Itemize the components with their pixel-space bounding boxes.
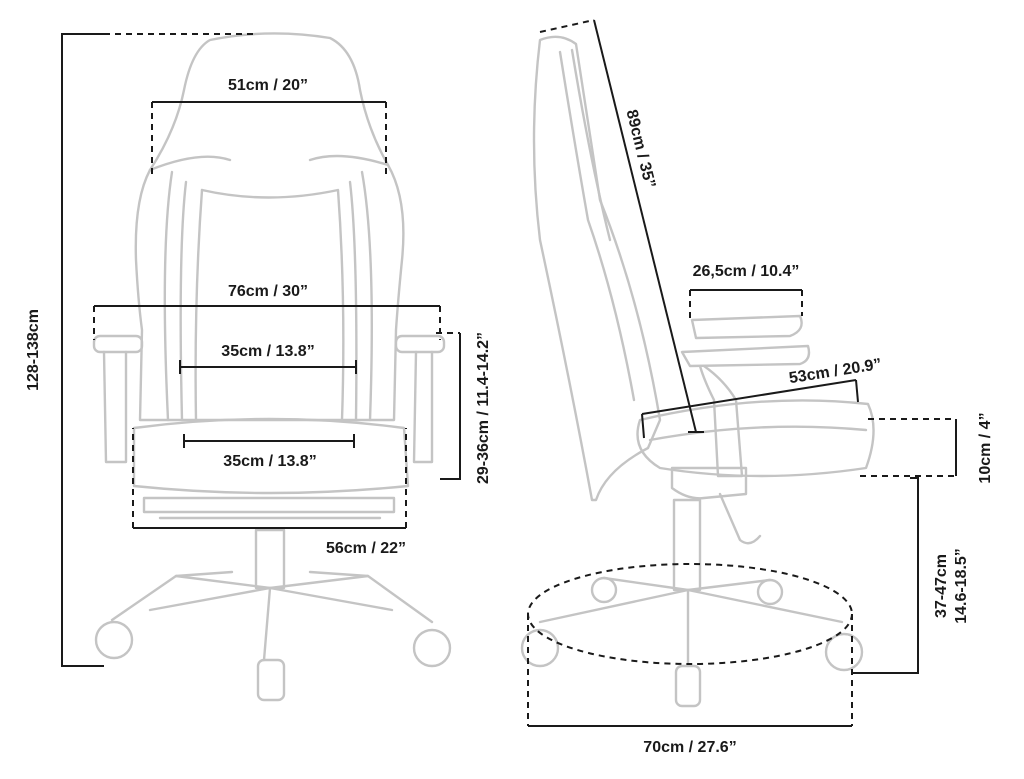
- label-armrest-height: 29-36cm / 11.4-14.2”: [475, 332, 492, 484]
- side-chair-outline: [520, 35, 875, 708]
- label-total-height: 128-138cm: [25, 309, 42, 391]
- dim-base-width: 56cm / 22”: [132, 428, 407, 557]
- dim-headrest-width: 51cm / 20”: [151, 77, 387, 174]
- label-base-width: 56cm / 22”: [326, 540, 406, 557]
- label-headrest-width: 51cm / 20”: [228, 77, 308, 94]
- dim-seat-width: 35cm / 13.8”: [183, 434, 355, 470]
- label-armrest-pad-length: 26,5cm / 10.4”: [693, 263, 800, 280]
- dim-armrest-height: 29-36cm / 11.4-14.2”: [436, 332, 492, 484]
- label-seat-width: 35cm / 13.8”: [223, 453, 316, 470]
- front-chair-outline: [92, 32, 452, 702]
- label-backrest-width: 35cm / 13.8”: [221, 343, 314, 360]
- dim-seat-thickness: 10cm / 4”: [860, 412, 994, 484]
- dim-armrest-pad-length: 26,5cm / 10.4”: [689, 263, 803, 320]
- label-seat-height-cm: 37-47cm: [933, 554, 950, 618]
- dim-seat-depth: 53cm / 20.9”: [641, 356, 883, 439]
- dim-total-height: 128-138cm: [25, 33, 258, 667]
- dim-backrest-width: 35cm / 13.8”: [179, 343, 357, 374]
- dim-seat-height: 37-47cm 14.6-18.5”: [852, 477, 970, 674]
- dim-armrest-span: 76cm / 30”: [93, 283, 441, 340]
- label-backrest-height: 89cm / 35”: [622, 108, 658, 190]
- label-seat-thickness: 10cm / 4”: [977, 412, 994, 483]
- label-base-diameter: 70cm / 27.6”: [643, 739, 736, 756]
- label-seat-height-in: 14.6-18.5”: [953, 548, 970, 624]
- label-armrest-span: 76cm / 30”: [228, 283, 308, 300]
- dim-base-diameter: 70cm / 27.6”: [527, 563, 853, 756]
